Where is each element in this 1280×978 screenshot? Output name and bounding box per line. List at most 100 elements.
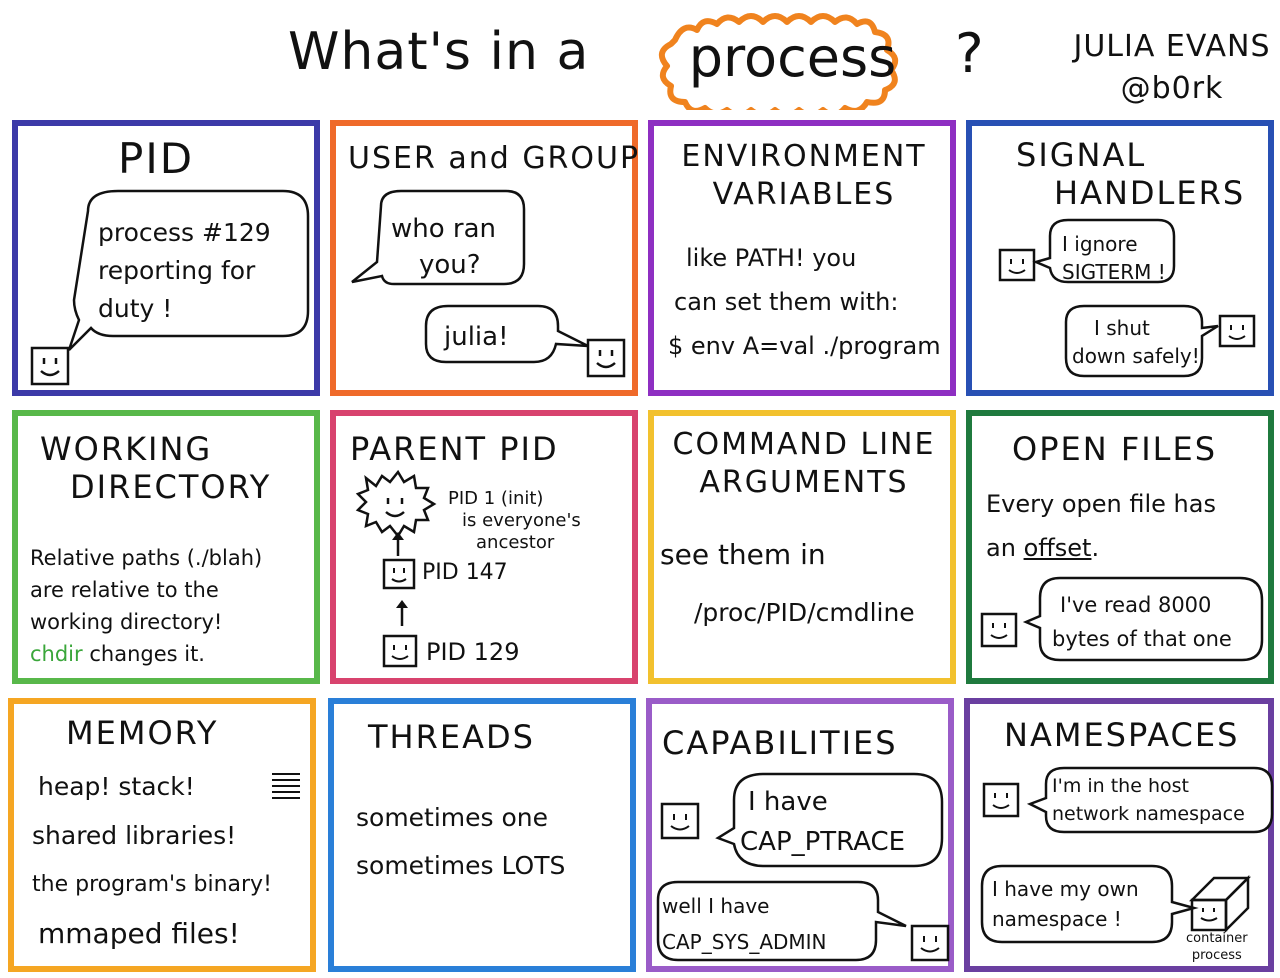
title-highlight-word: process xyxy=(688,26,897,89)
memory-stack-icon xyxy=(272,773,300,799)
panel-signal-handlers: SIGNAL HANDLERS I ignore SIGTERM ! I shu… xyxy=(966,120,1274,396)
panel-title: SIGNAL HANDLERS xyxy=(1016,136,1245,212)
title-line: HANDLERS xyxy=(1054,174,1246,212)
panel-body: Relative paths (./blah) are relative to … xyxy=(30,542,262,670)
bubble-line: namespace ! xyxy=(992,907,1122,931)
page-title: What's in a xyxy=(288,22,589,82)
bubble-line: who ran xyxy=(391,214,497,244)
caption-line: PID 1 (init) xyxy=(448,488,544,509)
body-line: like PATH! you xyxy=(686,244,857,272)
body-line: are relative to the xyxy=(30,578,219,602)
bubble-line: duty ! xyxy=(98,294,173,323)
panel-parent-pid: PARENT PID PID 1 (init) is everyone's an… xyxy=(330,410,638,684)
bubble-line: CAP_SYS_ADMIN xyxy=(662,930,827,954)
bubble-text: process #129 reporting for duty ! xyxy=(98,214,271,328)
offset-keyword: offset xyxy=(1023,534,1092,562)
panel-body: like PATH! you can set them with: $ env … xyxy=(668,236,941,368)
panel-title: PARENT PID xyxy=(350,430,559,468)
body-line: working directory! xyxy=(30,610,223,634)
panel-threads: THREADS sometimes one sometimes LOTS xyxy=(328,698,636,972)
process-tree xyxy=(355,469,437,668)
panel-capabilities: CAPABILITIES I have CAP_PTRACE well I ha… xyxy=(646,698,954,972)
caption-line: is everyone's xyxy=(462,510,581,531)
speech-bubbles xyxy=(998,218,1256,378)
bubble-line: CAP_PTRACE xyxy=(740,827,906,857)
title-line: DIRECTORY xyxy=(70,468,272,506)
speech-bubble xyxy=(980,576,1264,662)
bubble-line: I'm in the host xyxy=(1052,775,1189,797)
bubble-line: network namespace xyxy=(1052,803,1245,825)
panel-title: NAMESPACES xyxy=(1004,716,1240,754)
author-handle: @b0rk xyxy=(1120,71,1224,106)
caption-line: process xyxy=(1191,948,1242,963)
author: JULIA EVANS @b0rk xyxy=(1072,26,1272,110)
speech-bubbles xyxy=(980,766,1274,944)
chdir-rest: changes it. xyxy=(89,642,205,666)
smiley-face-icon xyxy=(586,338,626,378)
bubble-line: I have xyxy=(748,787,828,817)
panel-title: PID xyxy=(118,134,195,183)
bubble-line: SIGTERM ! xyxy=(1062,260,1166,284)
panel-title: USER and GROUP xyxy=(348,141,641,176)
bubble-line: I have my own xyxy=(992,877,1139,901)
panel-namespaces: NAMESPACES I'm in the host network names… xyxy=(964,698,1274,972)
caption-line: container xyxy=(1186,931,1248,946)
title-prefix: What's in a xyxy=(288,22,590,82)
init-caption: PID 1 (init) is everyone's ancestor xyxy=(448,488,581,554)
bubble-line: you? xyxy=(419,250,481,280)
bubble-line: down safely! xyxy=(1072,344,1200,368)
body-line: sometimes LOTS xyxy=(356,851,566,880)
body-line: heap! stack! xyxy=(38,772,195,801)
body-line: see them in xyxy=(660,538,826,571)
bubble-text: I ignore SIGTERM ! xyxy=(1062,230,1166,286)
author-name: JULIA EVANS xyxy=(1073,29,1271,64)
title-line: COMMAND LINE xyxy=(672,427,936,462)
panel-title: CAPABILITIES xyxy=(662,724,898,762)
body-line: Relative paths (./blah) xyxy=(30,546,263,570)
panel-title: WORKING DIRECTORY xyxy=(40,430,271,506)
title-line: ENVIRONMENT xyxy=(681,139,927,174)
bubble-line: I ignore xyxy=(1062,232,1138,256)
caption-line: ancestor xyxy=(476,532,555,553)
pid-147-label: PID 147 xyxy=(422,560,508,585)
panel-environment-variables: ENVIRONMENT VARIABLES like PATH! you can… xyxy=(648,120,956,396)
panel-command-line-arguments: COMMAND LINE ARGUMENTS see them in /proc… xyxy=(648,410,956,684)
panel-open-files: OPEN FILES Every open file has an offset… xyxy=(966,410,1274,684)
panel-body: Every open file has an offset. xyxy=(986,482,1216,570)
container-box-icon xyxy=(1188,874,1252,934)
speech-bubble xyxy=(67,189,310,351)
body-line: $ env A=val ./program xyxy=(668,332,941,360)
question-text: who ran you? xyxy=(391,211,496,283)
panel-body: see them in /proc/PID/cmdline xyxy=(660,526,915,642)
body-line: can set them with: xyxy=(674,288,899,316)
bubble-line: reporting for xyxy=(98,256,256,285)
panel-memory: MEMORY heap! stack! shared libraries! th… xyxy=(8,698,316,972)
bubble-text: well I have CAP_SYS_ADMIN xyxy=(662,888,827,960)
bubble-text: I shut down safely! xyxy=(1072,314,1200,370)
panel-body: sometimes one sometimes LOTS xyxy=(356,794,565,890)
chdir-keyword: chdir xyxy=(30,642,83,666)
panel-title: ENVIRONMENT VARIABLES xyxy=(674,138,934,214)
bubble-text: I have my own namespace ! xyxy=(992,874,1139,934)
bubble-text: I have CAP_PTRACE xyxy=(740,782,905,862)
body-line: /proc/PID/cmdline xyxy=(694,598,915,627)
title-question-mark: ? xyxy=(955,22,984,85)
container-caption: container process xyxy=(1186,930,1248,964)
speech-bubble xyxy=(351,189,589,364)
title-line: VARIABLES xyxy=(712,177,896,212)
init-sun-icon xyxy=(355,469,437,539)
answer-text: julia! xyxy=(444,322,509,352)
title-line: WORKING xyxy=(40,430,213,468)
bubble-text: I've read 8000 bytes of that one xyxy=(1052,588,1232,656)
panel-user-group: USER and GROUP who ran you? julia! xyxy=(330,120,638,396)
body-line: Every open file has xyxy=(986,490,1216,518)
panel-body: heap! stack! shared libraries! the progr… xyxy=(32,762,272,958)
bubble-line: well I have xyxy=(662,894,770,918)
speech-bubbles xyxy=(656,772,950,962)
title-line: ARGUMENTS xyxy=(699,465,909,500)
panel-title: THREADS xyxy=(368,718,535,756)
bubble-line: bytes of that one xyxy=(1052,627,1232,651)
panel-title: COMMAND LINE ARGUMENTS xyxy=(664,426,944,502)
smiley-face-icon xyxy=(30,346,70,386)
bubble-line: process #129 xyxy=(98,218,271,247)
